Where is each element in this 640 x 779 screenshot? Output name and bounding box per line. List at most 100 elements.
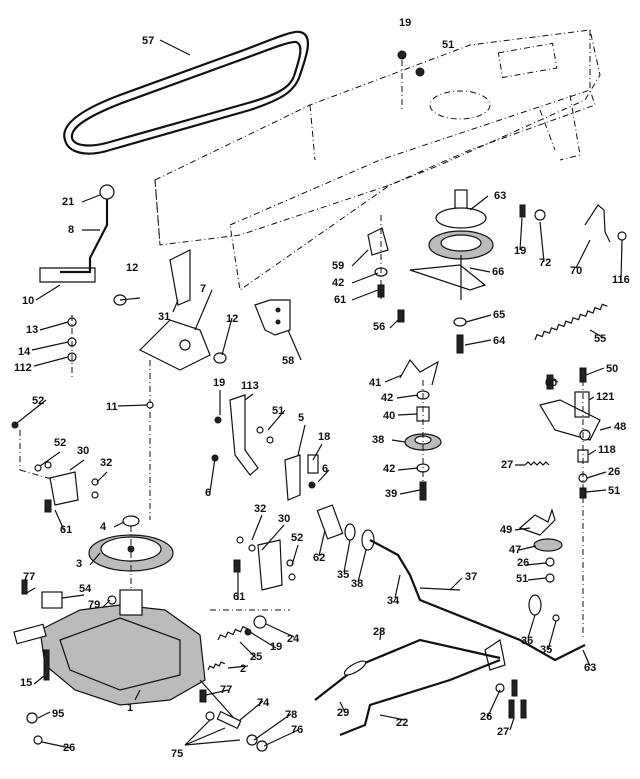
callout: 26	[608, 466, 620, 478]
callout: 10	[22, 295, 34, 307]
callout: 15	[20, 677, 32, 689]
callout: 19	[213, 377, 225, 389]
callout: 26	[480, 711, 492, 723]
callout: 63	[584, 662, 596, 674]
callout-labels: 19 51 57 63 21 8 12 10 31 7 12 13 14 112…	[14, 17, 630, 760]
callout: 64	[493, 335, 506, 347]
callout: 3	[76, 558, 82, 570]
part-58-bracket	[254, 299, 291, 336]
callout: 30	[77, 445, 89, 457]
callout: 48	[614, 421, 626, 433]
callout: 51	[442, 39, 454, 51]
callout: 54	[79, 583, 92, 595]
callout: 19	[270, 641, 282, 653]
callout: 35	[337, 569, 349, 581]
callout: 31	[158, 311, 170, 323]
callout: 52	[291, 532, 303, 544]
callout: 24	[287, 633, 300, 645]
callout: 7	[200, 283, 206, 295]
leader-lines	[16, 39, 623, 749]
callout: 52	[54, 437, 66, 449]
callout: 121	[596, 391, 614, 403]
part-21-knob	[99, 184, 115, 200]
callout: 26	[517, 557, 529, 569]
callout: 42	[332, 277, 344, 289]
part-8-shift-lever	[39, 184, 115, 283]
rod-right-hardware	[484, 594, 560, 697]
part-63-pulley	[428, 189, 494, 300]
callout: 37	[465, 571, 477, 583]
part-57-drive-belt	[63, 30, 310, 155]
callout: 47	[509, 544, 521, 556]
callout: 14	[18, 346, 31, 358]
callout: 74	[257, 697, 270, 709]
callout: 35	[540, 644, 552, 656]
callout: 51	[608, 485, 620, 497]
frame	[154, 29, 601, 291]
callout: 40	[383, 410, 395, 422]
callout: 50	[606, 363, 618, 375]
callout: 57	[142, 35, 154, 47]
callout: 59	[332, 260, 344, 272]
callout: 56	[373, 321, 385, 333]
callout: 42	[383, 463, 395, 475]
callout: 18	[318, 431, 330, 443]
callout: 8	[68, 224, 74, 236]
callout: 38	[372, 434, 384, 446]
control-rods	[314, 638, 501, 737]
callout: 55	[594, 333, 606, 345]
idler-hardware	[367, 50, 425, 323]
callout: 78	[285, 709, 297, 721]
callout: 75	[171, 748, 183, 760]
callout: 61	[334, 294, 346, 306]
callout: 51	[272, 405, 284, 417]
part-4-key	[122, 515, 140, 527]
callout: 6	[205, 487, 211, 499]
callout: 72	[539, 257, 551, 269]
part-55-spring	[534, 303, 608, 341]
center-link	[146, 360, 154, 520]
center-bracket-hardware	[211, 394, 319, 501]
small-hardware-left	[67, 294, 227, 380]
part-7-plate	[138, 319, 211, 371]
callout: 42	[381, 392, 393, 404]
callout: 118	[598, 444, 616, 456]
callout: 116	[612, 274, 630, 286]
callout: 61	[233, 591, 245, 603]
callout: 60	[545, 377, 557, 389]
callout: 2	[240, 663, 246, 675]
callout: 1	[127, 702, 133, 714]
callout: 38	[351, 578, 363, 590]
transaxle-spring-hardware	[207, 609, 290, 671]
callout: 34	[387, 595, 400, 607]
callout: 36	[521, 635, 533, 647]
callout: 28	[373, 626, 385, 638]
callout: 12	[126, 262, 138, 274]
callout: 66	[492, 266, 504, 278]
callout: 95	[52, 708, 64, 720]
callout: 29	[337, 707, 349, 719]
callout: 19	[514, 245, 526, 257]
callout: 41	[369, 377, 381, 389]
shift-rod-assembly	[316, 504, 586, 662]
callout: 6	[322, 463, 328, 475]
callout: 32	[100, 457, 112, 469]
part-1-transaxle	[13, 589, 241, 726]
callout: 19	[399, 17, 411, 29]
callout: 70	[570, 265, 582, 277]
callout: 11	[106, 401, 118, 413]
brake-lower-hardware	[518, 508, 563, 583]
callout: 113	[241, 380, 259, 392]
callout: 30	[278, 513, 290, 525]
brake-assembly	[524, 367, 601, 640]
callout: 4	[100, 521, 107, 533]
callout: 62	[313, 552, 325, 564]
part-31-bracket	[169, 249, 191, 306]
brake-spring-hardware	[519, 204, 627, 243]
callout: 65	[493, 309, 505, 321]
callout: 39	[385, 488, 397, 500]
hardware-65-64	[453, 317, 467, 354]
callout: 21	[62, 196, 74, 208]
callout: 27	[501, 459, 513, 471]
